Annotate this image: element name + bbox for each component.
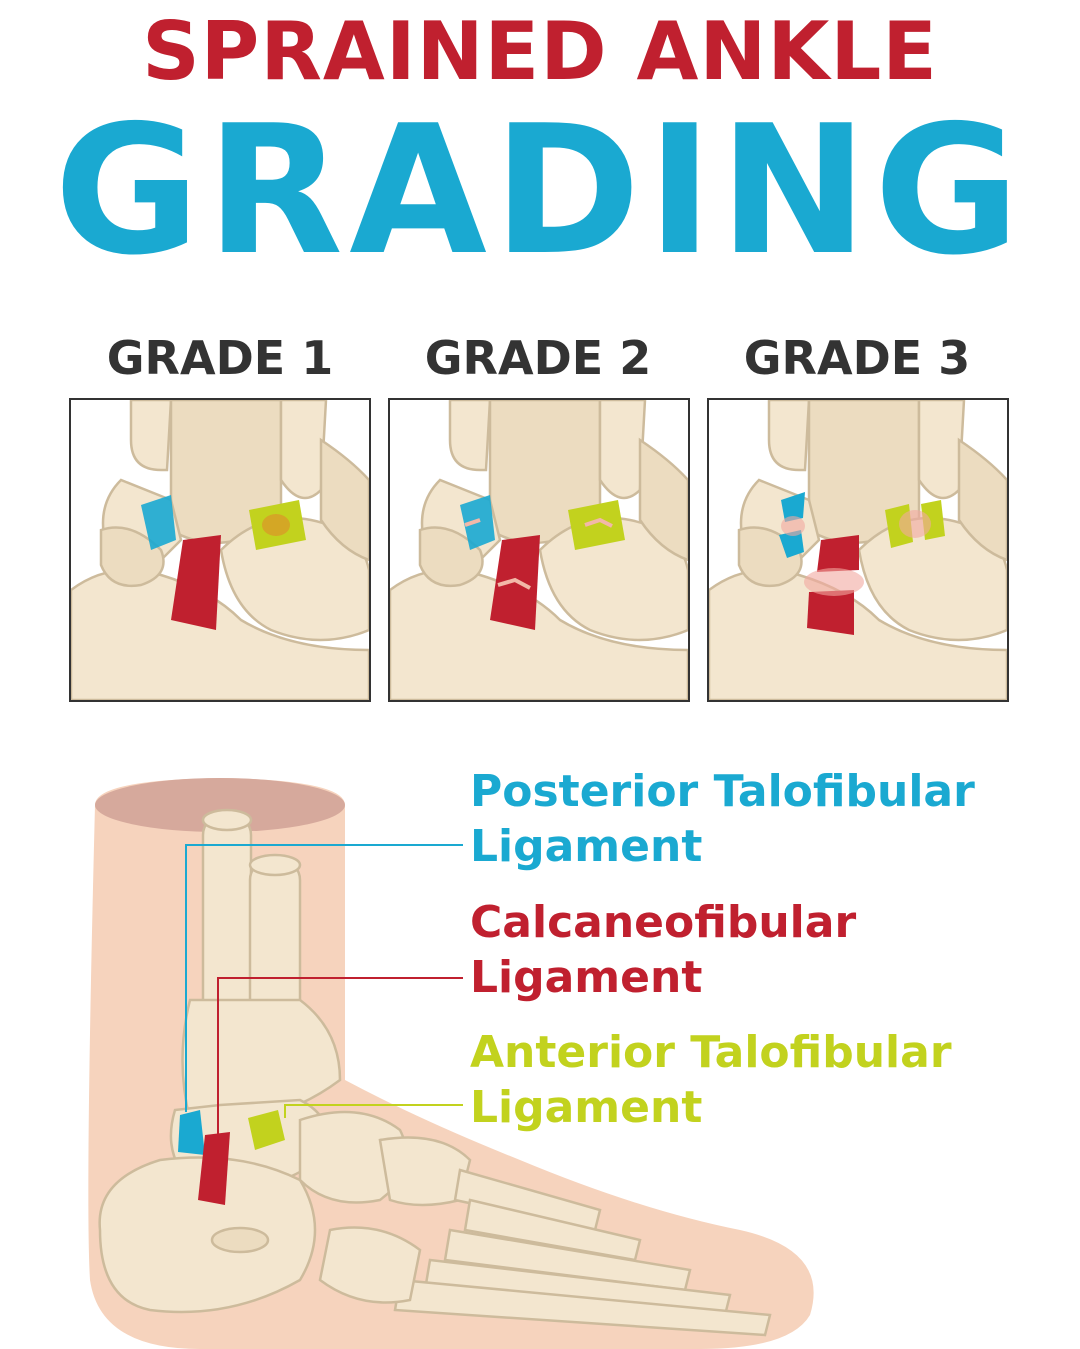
- grade-3-ankle-drawing: [709, 400, 1007, 700]
- grade-2-ankle-drawing: [390, 400, 688, 700]
- anterior-talofibular-ligament-icon: [568, 500, 625, 550]
- grade-2-illustration: [388, 398, 690, 702]
- posterior-talofibular-leader-line: [185, 844, 463, 1112]
- foot-anatomy-drawing: [88, 778, 814, 1349]
- calcaneofibular-label-line-2: Ligament: [470, 952, 703, 1003]
- grade-1-label: GRADE 1: [106, 331, 334, 385]
- anterior-talofibular-leader-line: [284, 1104, 463, 1118]
- grade-2-label: GRADE 2: [424, 331, 652, 385]
- anterior-talofibular-ligament-icon: [248, 1110, 285, 1150]
- calcaneofibular-ligament-icon: [817, 535, 859, 572]
- calcaneus-bone: [98, 1156, 317, 1314]
- posterior-talofibular-ligament-icon: [141, 495, 176, 550]
- calcaneofibular-ligament-icon: [198, 1132, 230, 1205]
- posterior-talofibular-ligament-icon: [781, 492, 805, 522]
- posterior-talofibular-label: Posterior Talofibular: [470, 766, 975, 817]
- anterior-talofibular-label: Anterior Talofibular: [470, 1027, 952, 1078]
- posterior-talofibular-ligament-icon: [178, 1110, 205, 1155]
- leg-cut-top: [95, 778, 345, 832]
- posterior-talofibular-label-line-2: Ligament: [470, 821, 703, 872]
- calcaneofibular-label: Calcaneofibular: [470, 897, 857, 948]
- title-line-1: SPRAINED ANKLE: [142, 5, 938, 98]
- grade-1-ankle-drawing: [71, 400, 369, 700]
- calcaneofibular-leader-line: [217, 977, 463, 1135]
- grade-1-illustration: [69, 398, 371, 702]
- grade-3-illustration: [707, 398, 1009, 702]
- title-line-2: GRADING: [54, 87, 1026, 294]
- calcaneofibular-ligament-icon: [490, 535, 540, 630]
- calcaneofibular-ligament-icon: [171, 535, 221, 630]
- anterior-talofibular-label-line-2: Ligament: [470, 1082, 703, 1133]
- grade-3-label: GRADE 3: [743, 331, 971, 385]
